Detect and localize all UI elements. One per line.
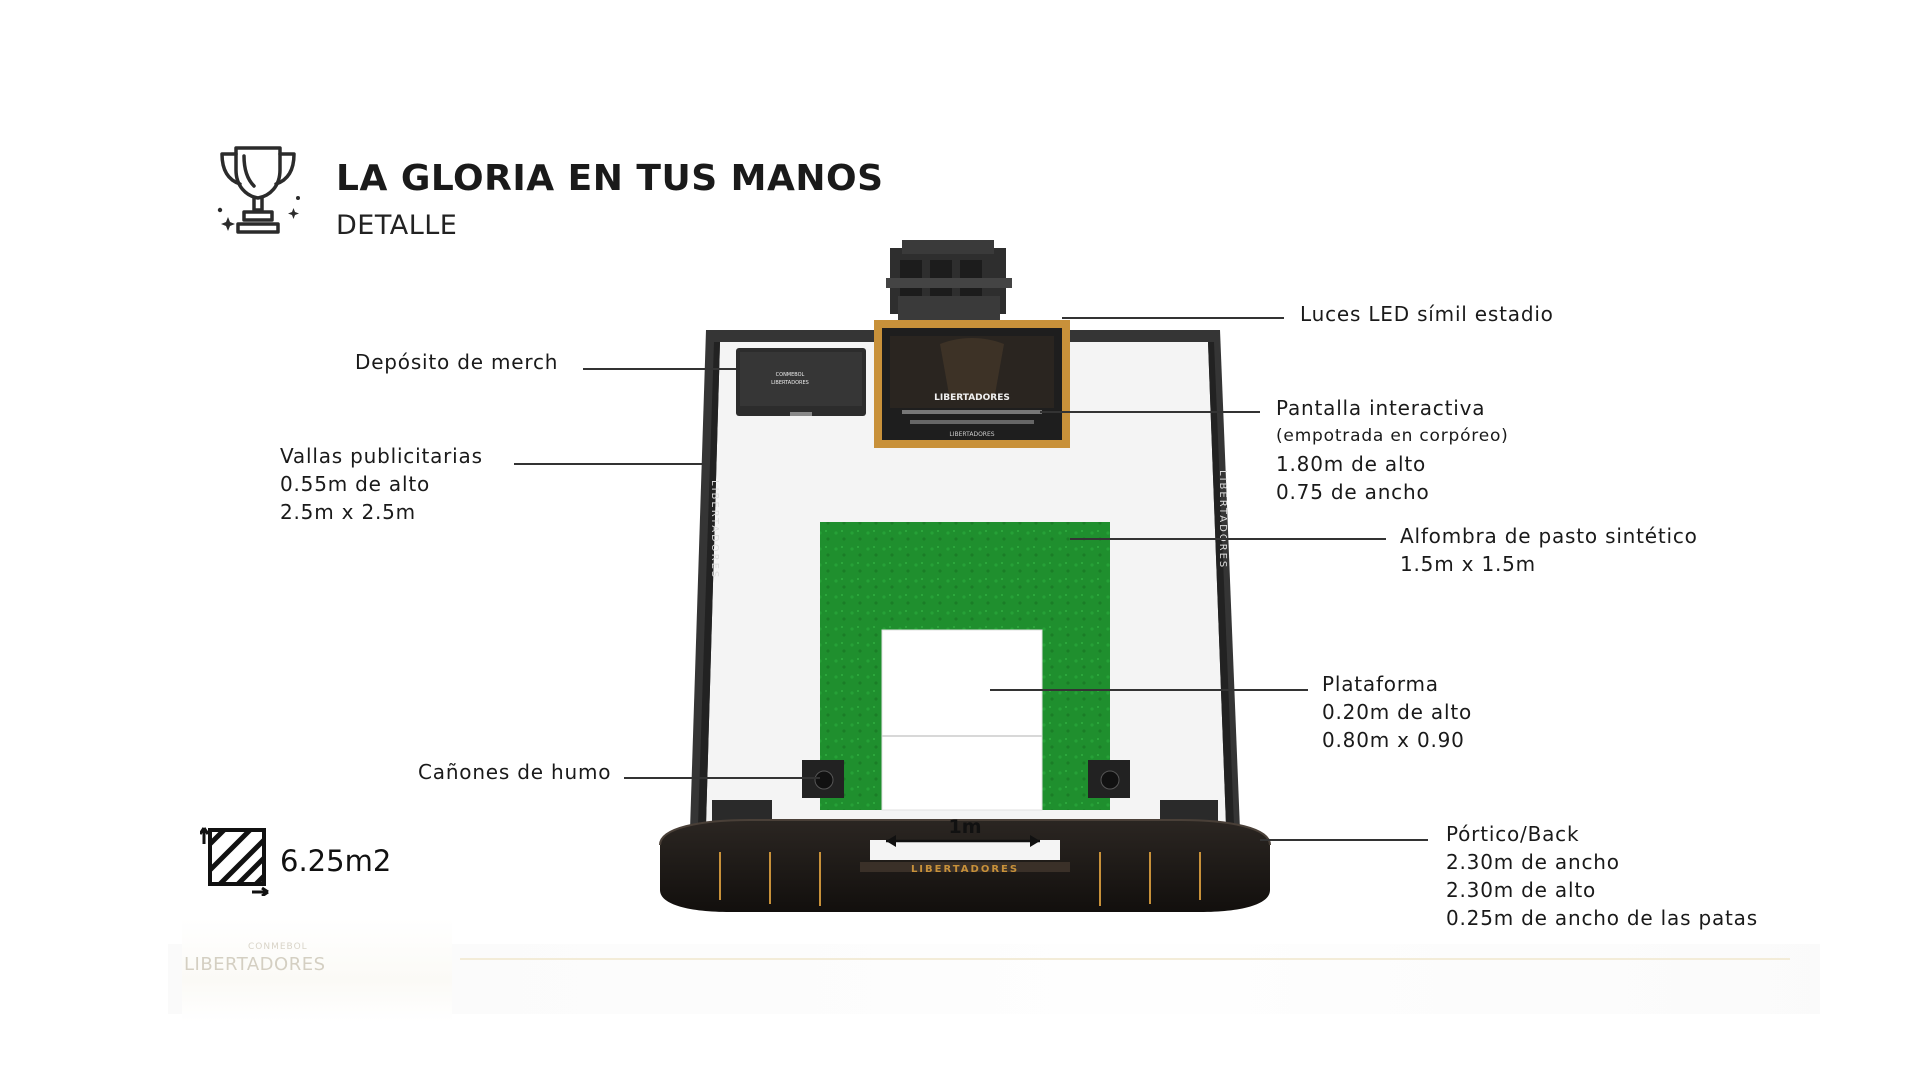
deposito-de-merch: CONMEBOL LIBERTADORES — [736, 348, 866, 416]
pantalla-title: Pantalla interactiva — [1276, 396, 1486, 420]
stand-floor-plan: LIBERTADORES LIBERTADORES CONMEBOL LIBER… — [659, 240, 1271, 912]
pantalla-height: 1.80m de alto — [1276, 452, 1427, 476]
leader-plataforma — [990, 689, 1308, 691]
plataforma — [881, 629, 1043, 811]
leader-alfombra — [1070, 538, 1386, 540]
luces-title: Luces LED símil estadio — [1300, 302, 1554, 326]
hatched-area-icon — [200, 827, 269, 896]
portico-title: Pórtico/Back — [1446, 822, 1580, 846]
page-subtitle: DETALLE — [336, 210, 458, 241]
screen-brand-bottom: LIBERTADORES — [949, 431, 994, 438]
portico-height: 2.30m de alto — [1446, 878, 1597, 902]
merch-brand-big: LIBERTADORES — [771, 380, 809, 386]
valla-right-brand: LIBERTADORES — [1217, 470, 1228, 569]
portico-back: LIBERTADORES — [659, 800, 1271, 912]
valla-left-brand: LIBERTADORES — [709, 480, 720, 579]
deposito-title: Depósito de merch — [355, 350, 559, 374]
canones-title: Cañones de humo — [418, 760, 612, 784]
label-deposito: Depósito de merch — [355, 348, 558, 376]
portico-width: 2.30m de ancho — [1446, 850, 1620, 874]
scale-label: 1m — [948, 816, 981, 838]
leader-luces — [1062, 317, 1284, 319]
vallas-size: 2.5m x 2.5m — [280, 500, 416, 524]
alfombra-size: 1.5m x 1.5m — [1400, 552, 1536, 576]
alfombra-title: Alfombra de pasto sintético — [1400, 524, 1698, 548]
plataforma-size: 0.80m x 0.90 — [1322, 728, 1465, 752]
logo-big-text: LIBERTADORES — [184, 954, 326, 975]
portico-legs: 0.25m de ancho de las patas — [1446, 906, 1758, 930]
pantalla-interactiva: LIBERTADORES LIBERTADORES — [874, 320, 1070, 448]
canon-humo-right — [1088, 760, 1130, 798]
label-plataforma: Plataforma 0.20m de alto 0.80m x 0.90 — [1322, 670, 1472, 754]
scale-1m: 1m — [886, 816, 1040, 847]
trophy-icon — [217, 146, 300, 234]
canon-humo-left — [802, 760, 844, 798]
libertadores-logo: CONMEBOL LIBERTADORES — [182, 918, 452, 1022]
label-pantalla: Pantalla interactiva (empotrada en corpó… — [1276, 394, 1509, 506]
label-alfombra: Alfombra de pasto sintético 1.5m x 1.5m — [1400, 522, 1698, 578]
label-luces-led: Luces LED símil estadio — [1300, 300, 1554, 328]
portico-brand: LIBERTADORES — [911, 864, 1019, 875]
vallas-height: 0.55m de alto — [280, 472, 431, 496]
label-canones: Cañones de humo — [418, 758, 611, 786]
label-vallas: Vallas publicitarias 0.55m de alto 2.5m … — [280, 442, 483, 526]
screen-brand: LIBERTADORES — [934, 393, 1010, 403]
leader-deposito — [583, 368, 736, 370]
leader-portico — [1260, 839, 1428, 841]
plataforma-title: Plataforma — [1322, 672, 1439, 696]
pantalla-width: 0.75 de ancho — [1276, 480, 1430, 504]
leader-canones — [624, 777, 820, 779]
plataforma-height: 0.20m de alto — [1322, 700, 1473, 724]
merch-brand-small: CONMEBOL — [776, 372, 805, 378]
pantalla-note: (empotrada en corpóreo) — [1276, 426, 1509, 446]
footer-line — [460, 958, 1790, 960]
vallas-title: Vallas publicitarias — [280, 444, 483, 468]
area-value: 6.25m2 — [280, 844, 392, 878]
luces-led — [886, 240, 1012, 320]
leader-pantalla — [1040, 411, 1260, 413]
leader-vallas — [514, 463, 704, 465]
page-title: LA GLORIA EN TUS MANOS — [336, 158, 884, 199]
logo-small-text: CONMEBOL — [248, 942, 308, 952]
label-portico: Pórtico/Back 2.30m de ancho 2.30m de alt… — [1446, 820, 1758, 932]
